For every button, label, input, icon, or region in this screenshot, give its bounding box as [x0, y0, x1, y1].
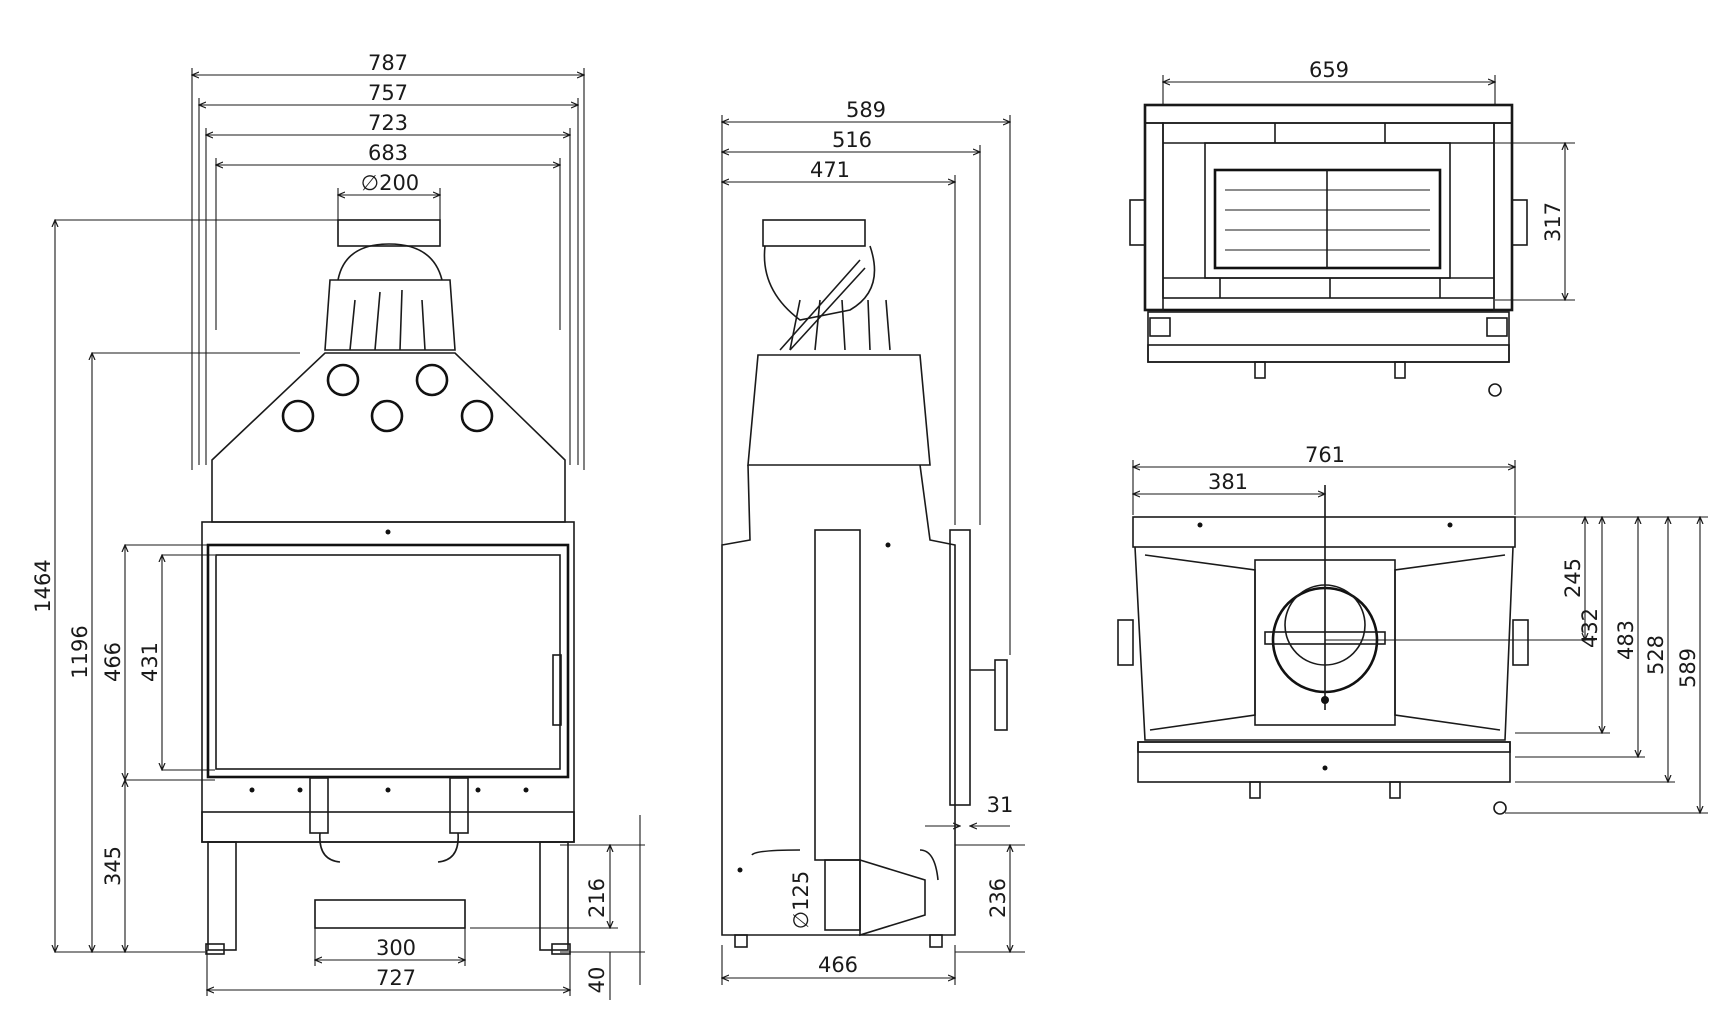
front-ash-width-300: 300: [376, 936, 416, 960]
front-height-1196: 1196: [68, 625, 92, 678]
side-height-236: 236: [986, 878, 1010, 918]
front-width-727: 727: [376, 966, 416, 990]
front-width-757: 757: [368, 81, 408, 105]
bottom-depth-528: 528: [1644, 635, 1668, 675]
front-width-683: 683: [368, 141, 408, 165]
front-height-216: 216: [585, 878, 609, 918]
bottom-depth-432: 432: [1578, 608, 1602, 648]
front-view: 787 757 723 683 ∅200 1464 1196 466 431 3…: [31, 51, 645, 1000]
bottom-depth-589: 589: [1676, 648, 1700, 688]
bottom-fireplace-body: [1117, 485, 1529, 815]
bottom-width-381: 381: [1208, 470, 1248, 494]
front-flue-diameter: ∅200: [361, 171, 419, 195]
side-depth-589: 589: [846, 98, 886, 122]
front-fireplace-body: [201, 219, 575, 955]
front-bottom-dimensions: [207, 815, 645, 1000]
front-height-dimensions: [55, 220, 345, 952]
top-view: 659 317: [1129, 58, 1575, 397]
front-height-345: 345: [101, 846, 125, 886]
top-fireplace-body: [1129, 103, 1528, 397]
bottom-depth-483: 483: [1614, 620, 1638, 660]
side-depth-471: 471: [810, 158, 850, 182]
side-width-dimensions: [722, 115, 1025, 985]
bottom-width-761: 761: [1305, 443, 1345, 467]
front-width-723: 723: [368, 111, 408, 135]
front-height-466: 466: [101, 642, 125, 682]
side-fireplace-body: [721, 219, 1008, 948]
side-view: 589 516 471 466 31 236 ∅125: [722, 98, 1025, 985]
top-depth-317: 317: [1541, 202, 1565, 242]
top-width-659: 659: [1309, 58, 1349, 82]
side-depth-466: 466: [818, 953, 858, 977]
bottom-depth-245: 245: [1561, 558, 1585, 598]
front-height-40: 40: [585, 967, 609, 994]
bottom-view: 761 381 245 432 483 528 589: [1117, 443, 1708, 815]
front-width-787: 787: [368, 51, 408, 75]
side-depth-516: 516: [832, 128, 872, 152]
front-height-431: 431: [138, 642, 162, 682]
front-height-1464: 1464: [31, 559, 55, 612]
top-dimensions: [1163, 75, 1575, 300]
side-air-diameter: ∅125: [789, 871, 813, 929]
side-frame-31: 31: [987, 793, 1014, 817]
